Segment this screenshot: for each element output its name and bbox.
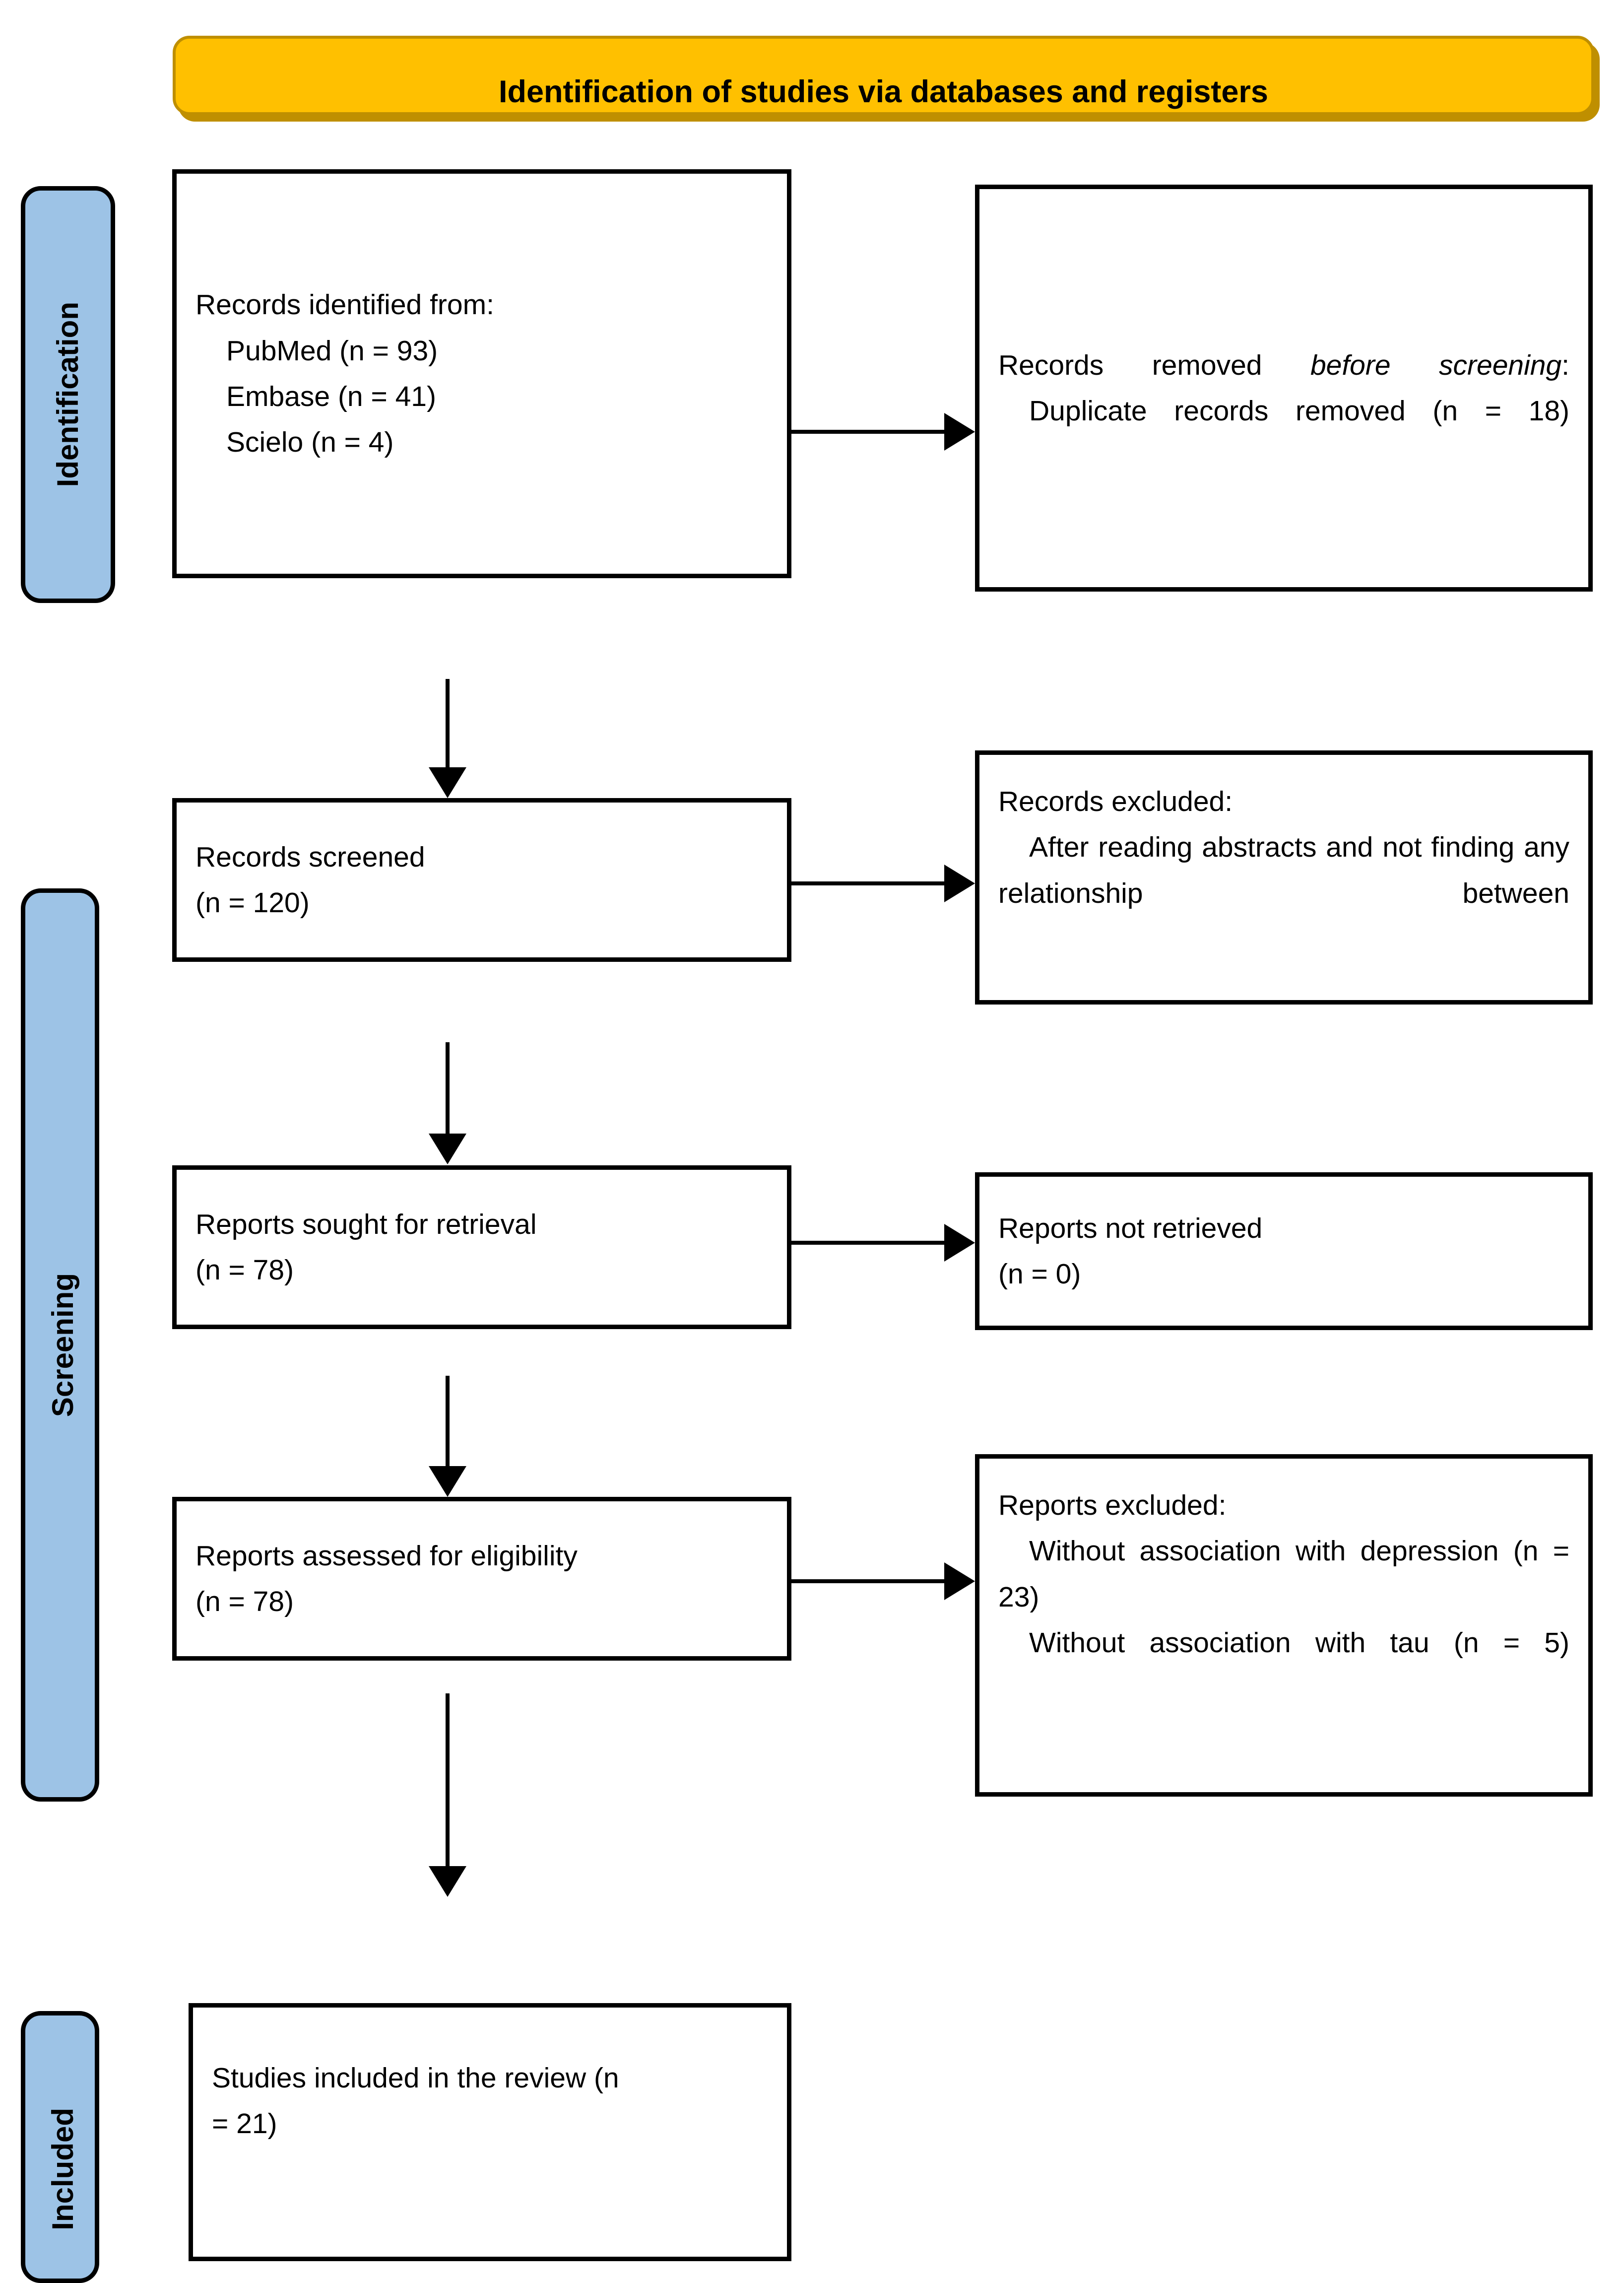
records-identified-line-embase: Embase (n = 41): [226, 381, 436, 412]
records-removed-title-part1: Records removed: [998, 349, 1310, 381]
stage-bar-included: Included: [21, 2011, 99, 2283]
reports-excluded-reason-depression: Without association with depression (n =…: [998, 1535, 1569, 1613]
reports-sought-count: (n = 78): [195, 1254, 294, 1286]
arrow-screened-to-reports-sought: [429, 1042, 466, 1165]
records-removed-title-part2: :: [1561, 349, 1570, 381]
box-records-identified: Records identified from: PubMed (n = 93)…: [172, 169, 791, 578]
stage-label-identification: Identification: [51, 302, 84, 487]
arrow-assessed-to-studies-included: [429, 1693, 466, 1898]
stage-bar-screening: Screening: [21, 888, 99, 1802]
records-screened-title: Records screened: [195, 841, 425, 873]
box-reports-excluded: Reports excluded: Without association wi…: [975, 1454, 1593, 1797]
records-identified-title: Records identified from:: [195, 289, 494, 321]
reports-excluded-title: Reports excluded:: [998, 1489, 1227, 1521]
records-screened-count: (n = 120): [195, 887, 310, 919]
records-removed-title: Records removed before screening:: [998, 342, 1569, 388]
box-records-removed-before-screening: Records removed before screening: Duplic…: [975, 185, 1593, 592]
records-identified-line-pubmed: PubMed (n = 93): [226, 335, 438, 367]
arrow-reports-sought-to-not-retrieved: [791, 1224, 975, 1262]
reports-assessed-count: (n = 78): [195, 1586, 294, 1617]
stage-label-included: Included: [46, 2107, 79, 2230]
reports-sought-title: Reports sought for retrieval: [195, 1208, 537, 1240]
records-identified-line-scielo: Scielo (n = 4): [226, 426, 394, 459]
box-records-screened: Records screened (n = 120): [172, 798, 791, 962]
records-excluded-reason: After reading abstracts and not finding …: [998, 831, 1569, 909]
arrow-reports-sought-to-assessed: [429, 1376, 466, 1497]
diagram-header-banner: Identification of studies via databases …: [173, 36, 1594, 115]
stage-label-screening: Screening: [46, 1273, 79, 1417]
reports-excluded-reason-tau: Without association with tau (n = 5): [1029, 1626, 1569, 1659]
diagram-title: Identification of studies via databases …: [499, 74, 1268, 109]
arrow-assessed-to-reports-excluded: [791, 1562, 975, 1600]
reports-assessed-title: Reports assessed for eligibility: [195, 1540, 578, 1572]
records-removed-title-italic: before screening: [1310, 349, 1562, 381]
records-excluded-title: Records excluded:: [998, 786, 1233, 817]
stage-bar-identification: Identification: [21, 186, 115, 603]
arrow-identified-to-screened: [429, 679, 466, 798]
reports-not-retrieved-title: Reports not retrieved: [998, 1212, 1263, 1244]
box-records-excluded: Records excluded: After reading abstract…: [975, 750, 1593, 1005]
box-reports-sought-for-retrieval: Reports sought for retrieval (n = 78): [172, 1165, 791, 1329]
reports-not-retrieved-count: (n = 0): [998, 1258, 1081, 1290]
records-removed-line-duplicates: Duplicate records removed (n = 18): [1029, 395, 1569, 427]
arrow-screened-to-excluded: [791, 865, 975, 902]
box-reports-not-retrieved: Reports not retrieved (n = 0): [975, 1172, 1593, 1330]
arrow-identified-to-removed: [791, 413, 975, 451]
studies-included-title: Studies included in the review (n: [212, 2062, 619, 2094]
box-reports-assessed-for-eligibility: Reports assessed for eligibility (n = 78…: [172, 1497, 791, 1661]
studies-included-count: = 21): [212, 2108, 277, 2140]
box-studies-included: Studies included in the review (n = 21): [189, 2003, 791, 2261]
